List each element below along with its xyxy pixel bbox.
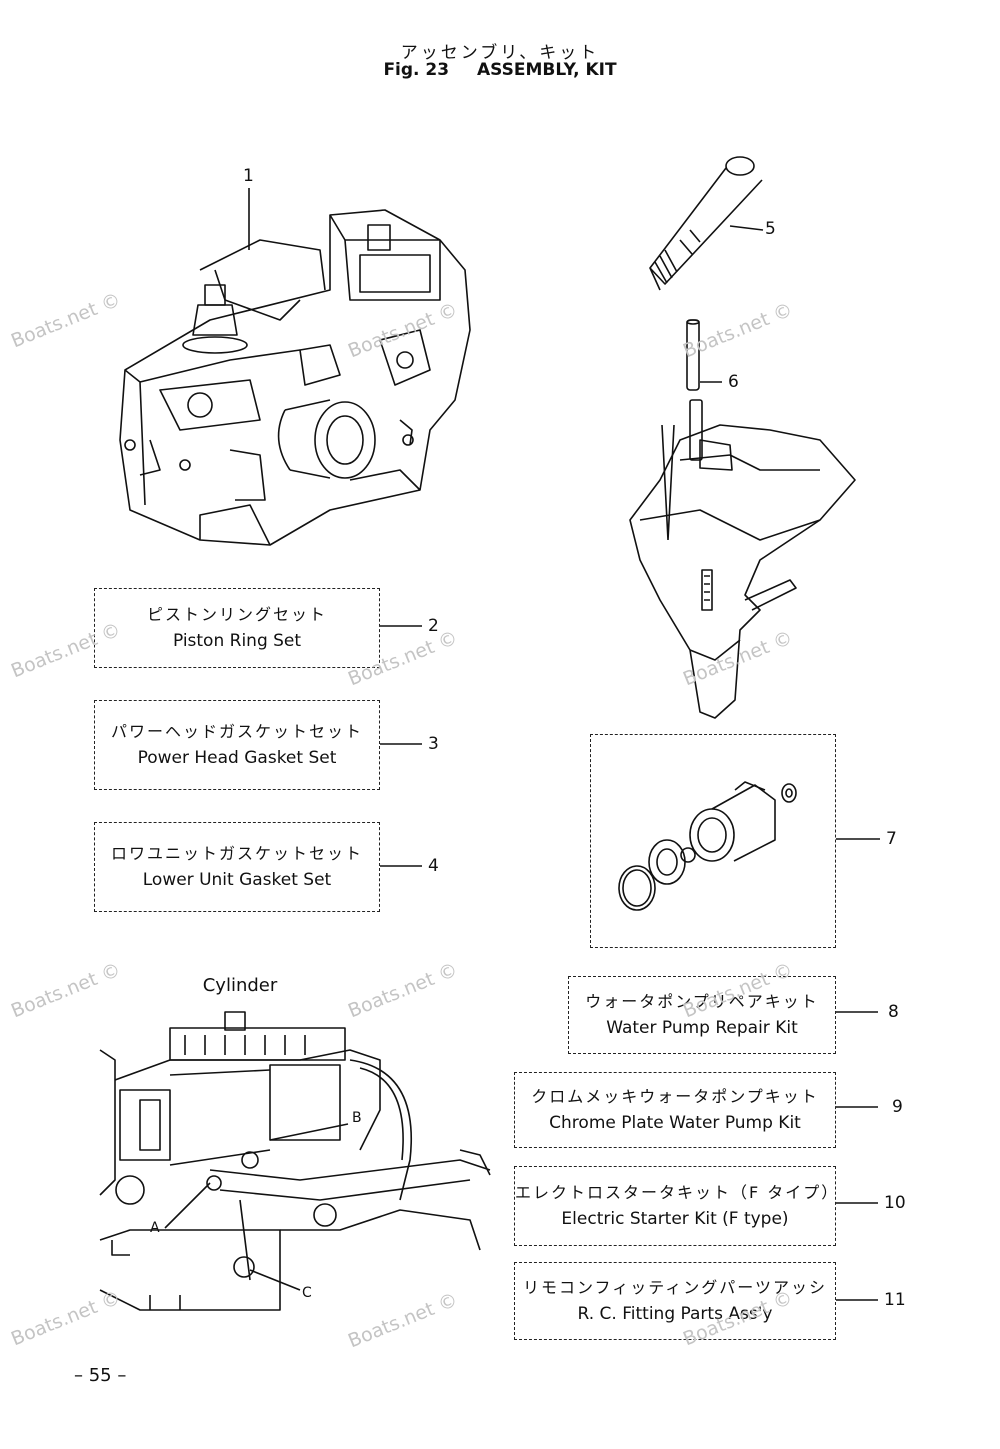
pointer-c: C [302, 1285, 312, 1301]
lower-unit-illustration [629, 399, 856, 719]
water-pump-frame [590, 734, 836, 948]
kit-jp-label: ロワユニットガスケットセット [110, 844, 363, 863]
kit-jp-label: クロムメッキウォータポンプキット [531, 1087, 819, 1106]
kit-box-rc-fitting-parts: リモコンフィッティングパーツアッシ R. C. Fitting Parts As… [514, 1262, 836, 1340]
kit-en-label: Electric Starter Kit (F type) [561, 1209, 789, 1229]
kit-box-lower-unit-gasket-set: ロワユニットガスケットセット Lower Unit Gasket Set [94, 822, 380, 912]
kit-box-power-head-gasket-set: パワーヘッドガスケットセット Power Head Gasket Set [94, 700, 380, 790]
pointer-b: B [352, 1110, 362, 1126]
kit-box-chrome-plate-water-pump-kit: クロムメッキウォータポンプキット Chrome Plate Water Pump… [514, 1072, 836, 1148]
page-number: – 55 – [74, 1365, 127, 1386]
kit-box-electric-starter-kit: エレクトロスタータキット（F タイプ） Electric Starter Kit… [514, 1166, 840, 1246]
kit-jp-label: リモコンフィッティングパーツアッシ [523, 1278, 827, 1297]
water-pump-illustration [618, 781, 797, 911]
kit-en-label: Chrome Plate Water Pump Kit [549, 1113, 801, 1133]
kit-box-piston-ring-set: ピストンリングセット Piston Ring Set [94, 588, 380, 668]
kit-box-water-pump-repair-kit: ウォータポンプリペアキット Water Pump Repair Kit [568, 976, 836, 1054]
callout-11: 11 [884, 1290, 906, 1310]
shift-rod-illustration [649, 156, 763, 291]
kit-en-label: Power Head Gasket Set [137, 748, 337, 768]
kit-en-label: R. C. Fitting Parts Ass'y [577, 1304, 773, 1324]
kit-jp-label: エレクトロスタータキット（F タイプ） [515, 1183, 840, 1202]
cylinder-label: Cylinder [202, 975, 278, 996]
callout-5: 5 [765, 219, 776, 239]
callout-7: 7 [886, 829, 897, 849]
drive-shaft-illustration [686, 319, 700, 391]
cylinder-illustration [99, 1011, 491, 1311]
figure-number: Fig. 23 [383, 60, 450, 80]
kit-en-label: Water Pump Repair Kit [606, 1018, 798, 1038]
callout-10: 10 [884, 1193, 906, 1213]
callout-8: 8 [888, 1002, 899, 1022]
callout-6: 6 [728, 372, 739, 392]
pointer-a: A [150, 1220, 160, 1236]
kit-en-label: Piston Ring Set [172, 631, 302, 651]
title-english: ASSEMBLY, KIT [477, 60, 617, 80]
callout-3: 3 [428, 734, 439, 754]
kit-en-label: Lower Unit Gasket Set [142, 870, 332, 890]
callout-4: 4 [428, 856, 439, 876]
kit-jp-label: ピストンリングセット [146, 605, 327, 624]
kit-jp-label: ウォータポンプリペアキット [585, 992, 819, 1011]
kit-jp-label: パワーヘッドガスケットセット [110, 722, 363, 741]
callout-2: 2 [428, 616, 439, 636]
callout-9: 9 [892, 1097, 903, 1117]
figure-title: Fig. 23 ASSEMBLY, KIT [300, 60, 700, 80]
powerhead-illustration [119, 209, 471, 546]
leader-lines [164, 188, 880, 1301]
title-japanese: アッセンブリ、キット [400, 43, 600, 63]
callout-1: 1 [243, 166, 254, 186]
